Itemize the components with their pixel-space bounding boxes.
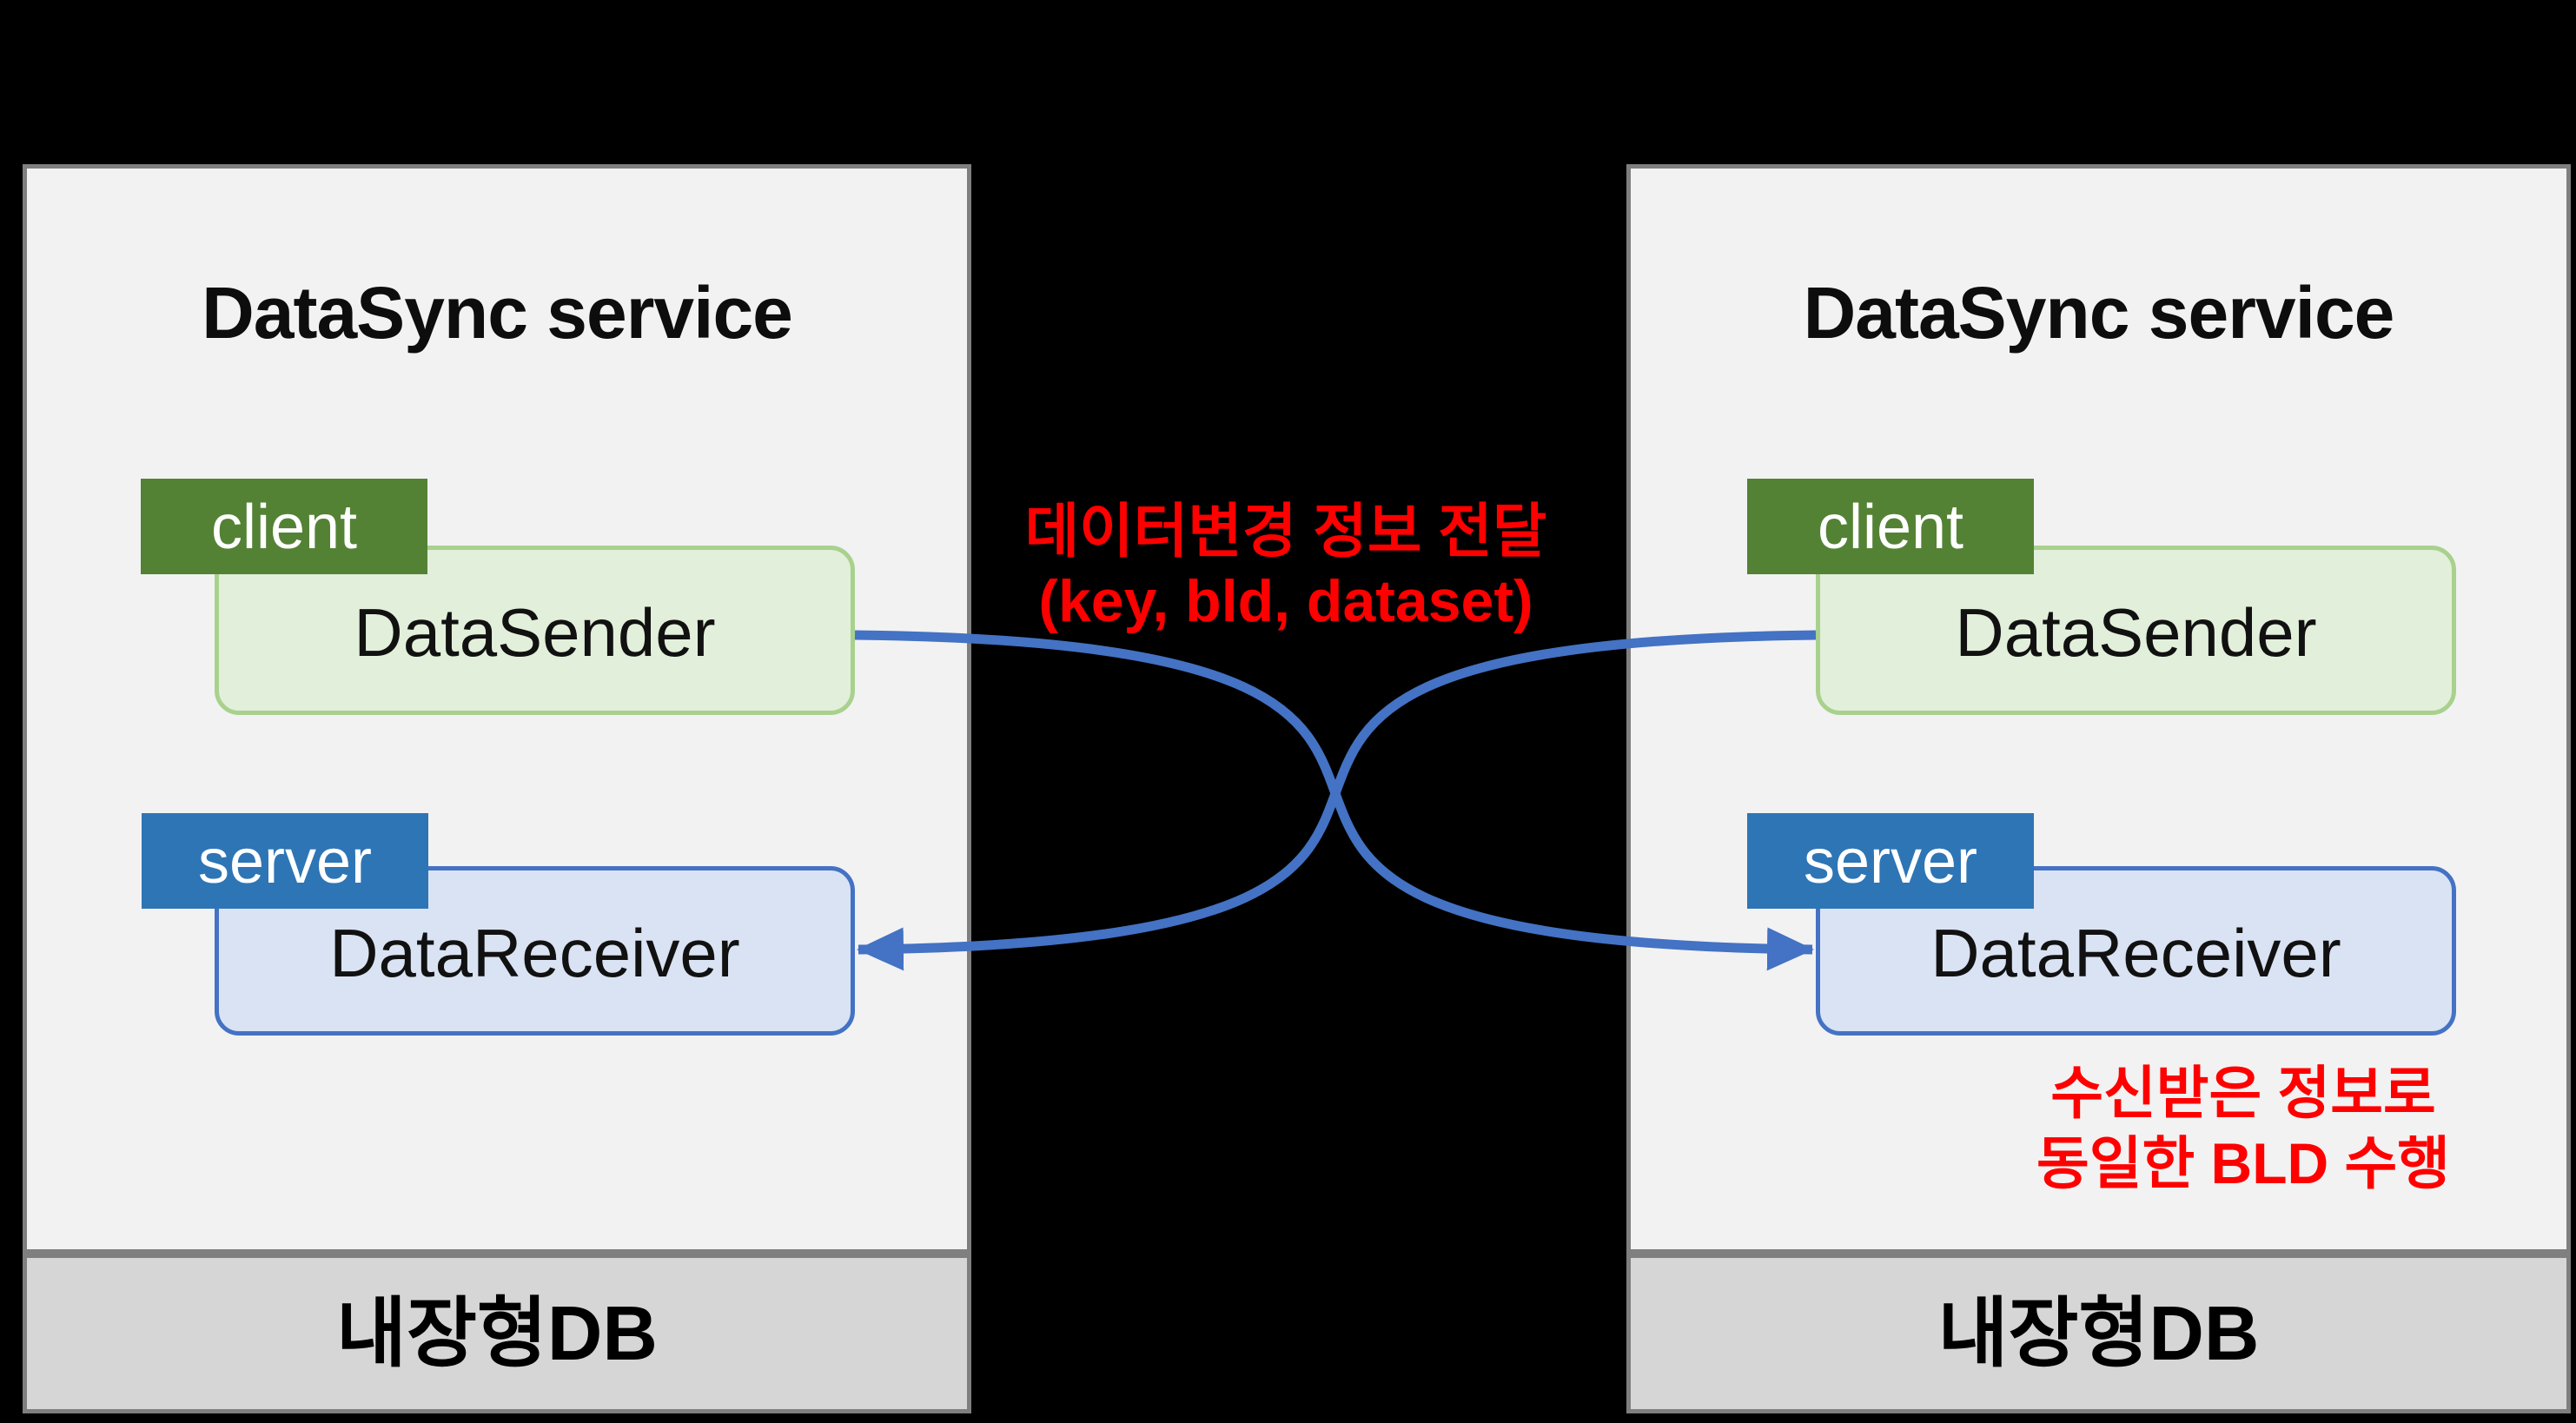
transfer-annotation: 데이터변경 정보 전달 (key, bld, dataset) [851, 497, 1720, 636]
panel-title: DataSync service [1803, 272, 2395, 354]
datasender-label: DataSender [1955, 594, 2317, 671]
embedded-db-footer-left: 내장형DB [23, 1254, 971, 1413]
server-badge-right: server [1747, 813, 2034, 909]
embedded-db-footer-right: 내장형DB [1626, 1254, 2571, 1413]
receive-annotation: 수신받은 정보로 동일한 BLD 수행 [1896, 1058, 2576, 1198]
datareceiver-label: DataReceiver [329, 915, 740, 991]
transfer-annotation-line1: 데이터변경 정보 전달 [1024, 499, 1547, 565]
client-badge-right: client [1747, 479, 2034, 574]
receive-annotation-line1: 수신받은 정보로 [2050, 1061, 2436, 1125]
embedded-db-label: 내장형DB [1937, 1290, 2260, 1376]
receive-annotation-line2: 동일한 BLD 수행 [2036, 1130, 2450, 1195]
datareceiver-box-left: DataReceiver [215, 866, 855, 1036]
server-badge-left: server [142, 813, 428, 909]
datasender-label: DataSender [354, 594, 716, 671]
embedded-db-label: 내장형DB [336, 1290, 658, 1376]
client-badge-left: client [141, 479, 427, 574]
panel-title: DataSync service [202, 272, 793, 354]
datareceiver-label: DataReceiver [1930, 915, 2341, 991]
transfer-annotation-line2: (key, bld, dataset) [1038, 568, 1533, 635]
